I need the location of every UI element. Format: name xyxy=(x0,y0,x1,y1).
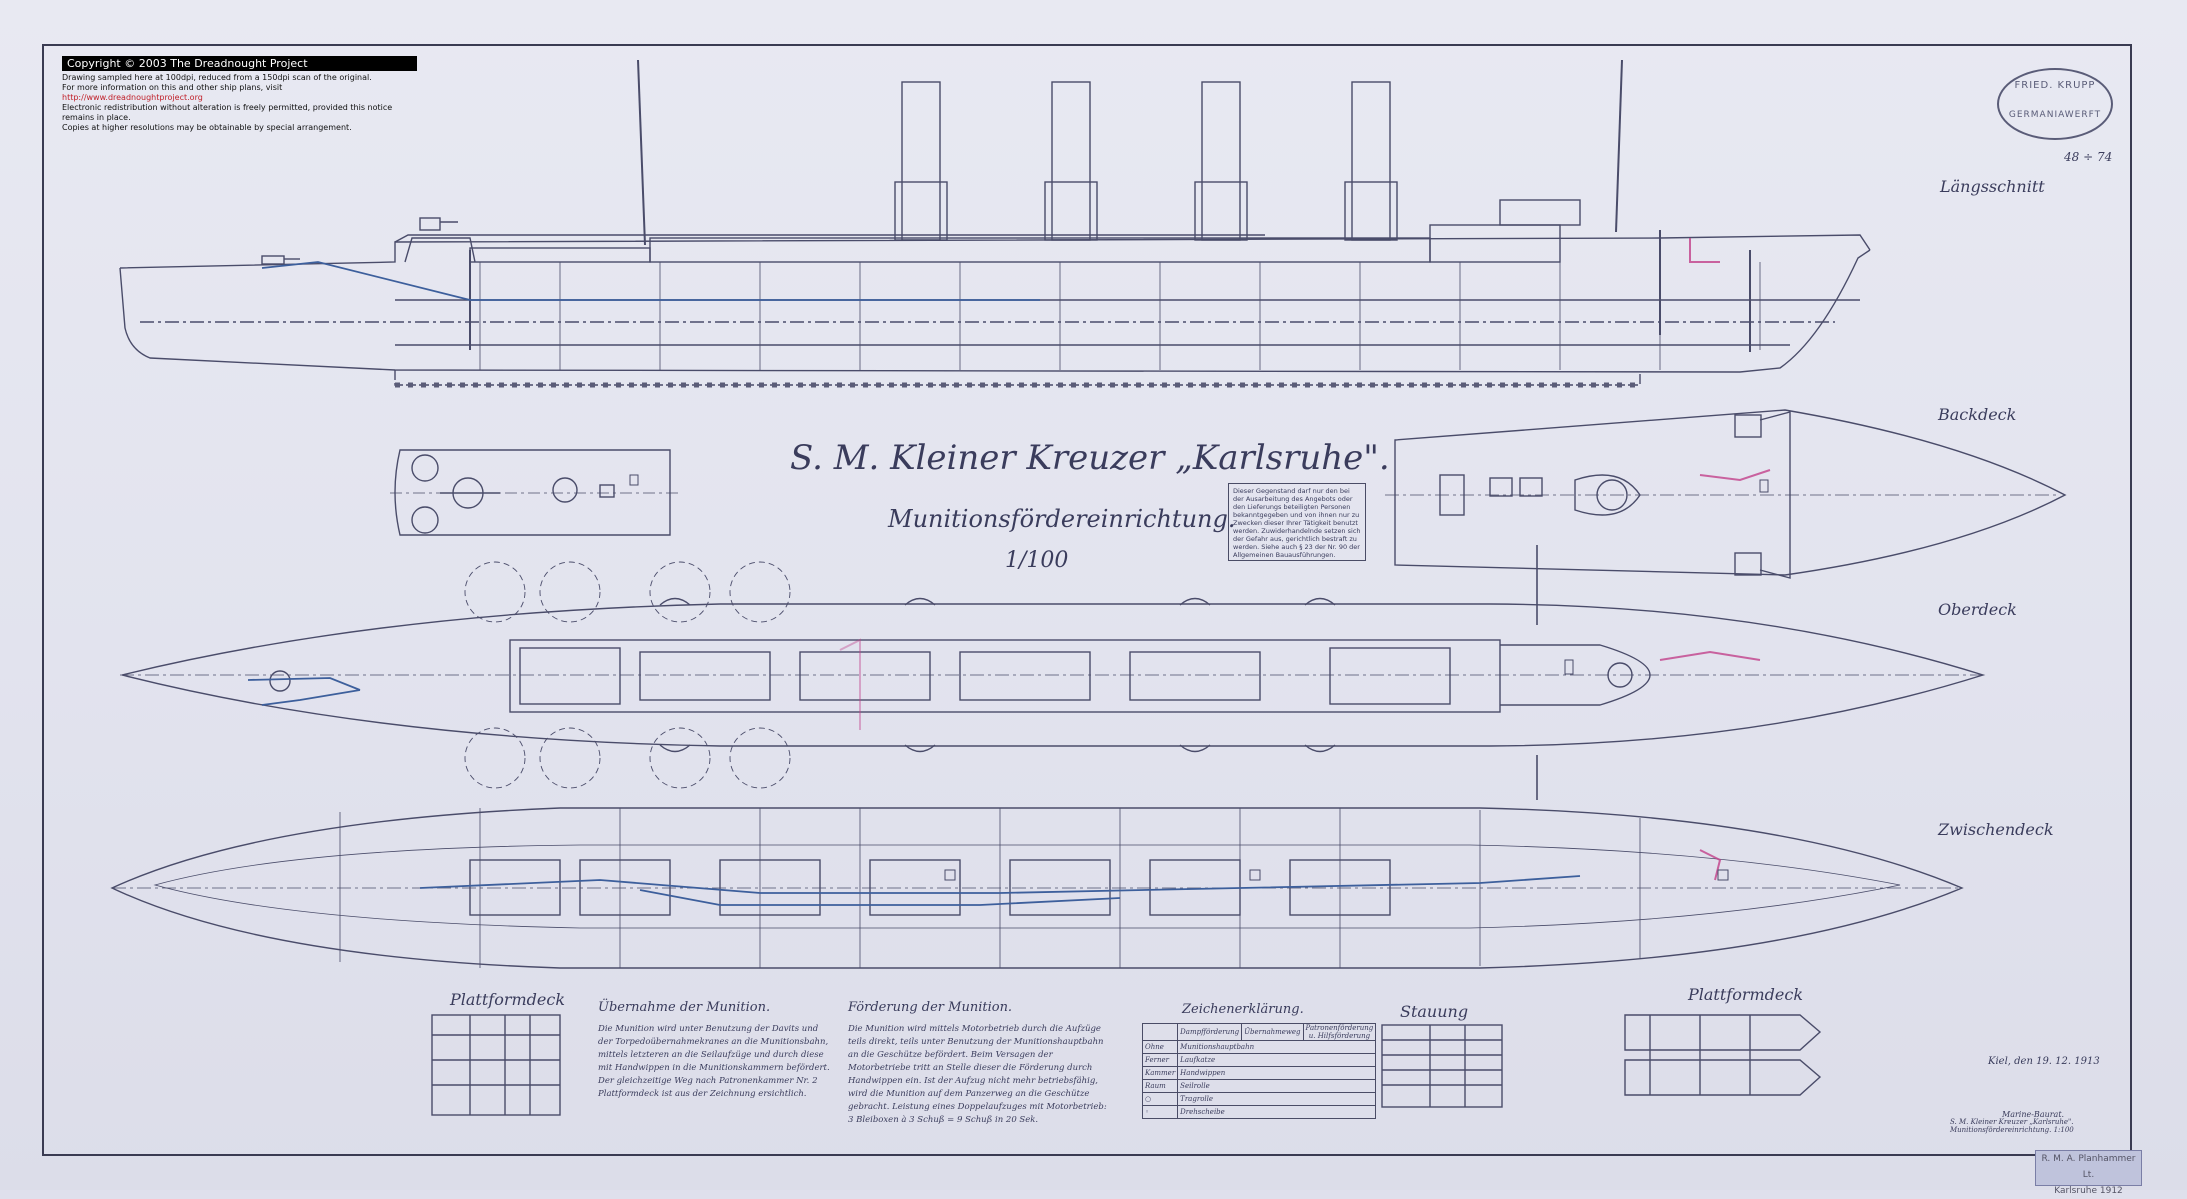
label-platform-deck-left: Plattformdeck xyxy=(450,990,566,1009)
legend-row-label: Drehscheibe xyxy=(1177,1105,1377,1119)
legend-row-label: Handwippen xyxy=(1177,1066,1377,1080)
legend-col-header: Übernahmeweg xyxy=(1241,1023,1304,1041)
delivery-body: Die Munition wird mittels Motorbetrieb d… xyxy=(848,1024,1107,1125)
takeover-title: Übernahme der Munition. xyxy=(598,1000,771,1015)
between-deck-plan xyxy=(110,807,1964,969)
legend-code: Ohne xyxy=(1141,1040,1179,1054)
copyright-line: For more information on this and other s… xyxy=(62,83,417,103)
label-upper-deck: Oberdeck xyxy=(1938,600,2017,619)
legend-row: ◦Drehscheibe xyxy=(1141,1105,1377,1119)
title-block: S. M. Kleiner Kreuzer „Karlsruhe". Munit… xyxy=(1950,1118,2135,1188)
legend-code: ◦ xyxy=(1141,1105,1179,1119)
drawing-border xyxy=(42,44,2132,1156)
legend-row: ○Tragrolle xyxy=(1141,1092,1377,1106)
label-forecastle-deck: Backdeck xyxy=(1938,405,2017,424)
copyright-heading: Copyright © 2003 The Dreadnought Project xyxy=(62,56,417,71)
legend: Zeichenerklärung. Dampfförderung Übernah… xyxy=(1141,1002,1377,1119)
copyright-url[interactable]: http://www.dreadnoughtproject.org xyxy=(62,93,203,102)
bottom-detail-boxes xyxy=(431,1014,1822,1116)
legend-code: Kammer xyxy=(1141,1066,1179,1080)
archive-stamp-line: Karlsruhe 1912 xyxy=(2054,1186,2123,1196)
drawing-subtitle: Munitionsfördereinrichtung. xyxy=(888,505,1236,533)
legend-col-header: Dampfförderung xyxy=(1177,1023,1243,1041)
copyright-line-prefix: For more information on this and other s… xyxy=(62,83,283,92)
drawing-scale: 1/100 xyxy=(1005,548,1069,573)
legend-corner xyxy=(1141,1023,1179,1041)
label-longitudinal-section: Längsschnitt xyxy=(1940,177,2045,196)
stamp-bottom-text: GERMANIAWERFT xyxy=(2008,110,2102,120)
upper-deck-plan xyxy=(120,561,1986,800)
ammunition-delivery-text: Förderung der Munition. Die Munition wir… xyxy=(848,1000,1110,1127)
forecastle-deck-plan xyxy=(1385,409,2067,625)
label-platform-deck-right: Plattformdeck xyxy=(1688,985,1804,1004)
drawing-title: S. M. Kleiner Kreuzer „Karlsruhe". xyxy=(790,438,1390,478)
legend-row-label: Laufkatze xyxy=(1177,1053,1377,1067)
longitudinal-section xyxy=(119,59,1871,388)
titleblock-line: S. M. Kleiner Kreuzer „Karlsruhe". xyxy=(1950,1118,2074,1126)
delivery-title: Förderung der Munition. xyxy=(848,1000,1013,1015)
copyright-line: Drawing sampled here at 100dpi, reduced … xyxy=(62,73,372,82)
copyright-notice: Copyright © 2003 The Dreadnought Project… xyxy=(62,56,417,133)
titleblock-line: Munitionsfördereinrichtung. 1:100 xyxy=(1950,1126,2074,1134)
legend-col-header: Patronenförderung u. Hilfsförderung xyxy=(1302,1023,1377,1041)
legend-row-label: Seilrolle xyxy=(1177,1079,1377,1093)
copyright-line: Copies at higher resolutions may be obta… xyxy=(62,123,352,132)
stern-platform-plan xyxy=(390,449,680,536)
legend-title: Zeichenerklärung. xyxy=(1182,1002,1304,1017)
legend-code: Ferner xyxy=(1141,1053,1179,1067)
label-between-deck: Zwischendeck xyxy=(1938,820,2054,839)
stamp-top-text: FRIED. KRUPP xyxy=(2014,80,2096,91)
copyright-line: Electronic redistribution without altera… xyxy=(62,103,393,122)
label-stowage: Stauung xyxy=(1400,1002,1469,1021)
legend-table: Dampfförderung Übernahmeweg Patronenförd… xyxy=(1141,1023,1377,1119)
legend-row-label: Munitionshauptbahn xyxy=(1177,1040,1377,1054)
legend-row-label: Tragrolle xyxy=(1177,1092,1377,1106)
archive-stamp: R. M. A. Planhammer Lt. Karlsruhe 1912 xyxy=(2035,1150,2142,1196)
signature-role: Marine-Baurat. xyxy=(2002,1110,2065,1119)
legend-code: Raum xyxy=(1141,1079,1179,1093)
krupp-stamp: FRIED. KRUPP GERMANIAWERFT xyxy=(1997,68,2113,140)
legend-header-row: Dampfförderung Übernahmeweg Patronenförd… xyxy=(1141,1023,1377,1041)
takeover-body: Die Munition wird unter Benutzung der Da… xyxy=(598,1024,830,1099)
drawing-number: 48 ÷ 74 xyxy=(2064,150,2113,164)
place-date: Kiel, den 19. 12. 1913 xyxy=(1988,1056,2100,1067)
legend-code: ○ xyxy=(1141,1092,1179,1106)
restriction-notice: Dieser Gegenstand darf nur den bei der A… xyxy=(1228,483,1366,561)
ammunition-takeover-text: Übernahme der Munition. Die Munition wir… xyxy=(598,1000,833,1101)
archive-stamp-line: R. M. A. Planhammer Lt. xyxy=(2041,1154,2136,1180)
